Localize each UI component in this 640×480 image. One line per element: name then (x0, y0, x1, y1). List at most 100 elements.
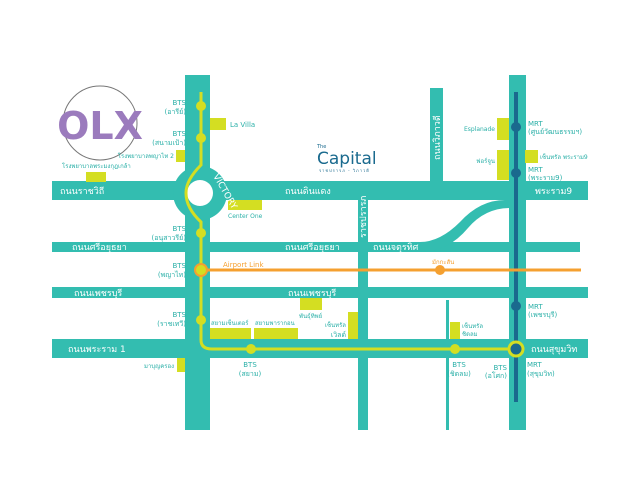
road-chatuthit (368, 200, 510, 252)
olx-logo: OLX (57, 85, 143, 161)
block-la-villa (210, 118, 226, 130)
map-label: MRT (528, 303, 543, 311)
place-label: มาบุญครอง (144, 363, 174, 370)
station-siam (246, 344, 256, 354)
station-asok-sukhumvit (507, 340, 525, 358)
place-label: โรงพยาบาลพญาไท 2 (118, 152, 174, 160)
road-petchburi (52, 287, 588, 298)
map-shape (187, 180, 213, 206)
airport-link-label: Airport Link (223, 261, 264, 269)
map-label: BTS (243, 361, 257, 369)
place-label: สยามเซ็นเตอร์ (211, 318, 249, 327)
place-label: Esplanade (464, 126, 495, 133)
road-label: ถนนเพชรบุรี (288, 288, 336, 299)
map-label: (สุขุมวิท) (527, 370, 555, 378)
block-central-rama9 (525, 150, 538, 163)
map-label: (ศูนย์วัฒนธรรมฯ) (528, 128, 582, 136)
map-label: BTS (172, 130, 186, 138)
map-label: BTS (493, 364, 507, 372)
place-label: สยามพารากอน (255, 320, 295, 327)
road-label: ราชปรารภ (359, 196, 369, 238)
road-label: พระราม9 (535, 187, 572, 197)
makkasan-label: มักกะสัน (432, 259, 454, 266)
map-label: (สนามเป้า) (152, 139, 186, 147)
map-label: (ราชเทวี) (157, 320, 186, 328)
block-center-one (228, 200, 262, 210)
station-makkasan (435, 265, 445, 275)
map-label: (อนุสาวรีย์) (152, 234, 187, 242)
block-phayathai2 (176, 150, 185, 162)
block-fortune (497, 150, 509, 180)
station-sanampao (196, 133, 206, 143)
station-phayathai (194, 263, 208, 277)
road-label: ถนนศรีอยุธยา (285, 242, 340, 253)
map-label: BTS (172, 311, 186, 319)
map-label: MRT (527, 361, 542, 369)
map-label: BTS (172, 262, 186, 270)
map-shape: BTS(อารีย์) BTS(สนามเป้า) BTS(อนุสาวรีย์… (152, 99, 508, 380)
place-label: La Villa (230, 121, 255, 129)
road-label: ถนนศรีอยุธยา (72, 242, 127, 253)
place-label: เซ็นทรัล (325, 320, 346, 329)
map-label: The (316, 144, 326, 150)
brand-name: Capital (317, 149, 377, 169)
station-mrt-rama9 (511, 168, 521, 178)
map-label: (พระราม9) (528, 174, 563, 182)
block-central-chidlom (450, 322, 460, 339)
road-label: ถนนวิภาวดี (432, 115, 443, 160)
place-label: พันธุ์ทิพย์ (299, 312, 322, 320)
place-label: ฟอร์จูน (476, 157, 495, 165)
map-label: (พญาไท) (158, 270, 186, 279)
block-mbk (177, 358, 185, 372)
bts-stations (196, 101, 460, 354)
map-label: BTS (172, 225, 186, 233)
mrt-stations (511, 122, 521, 311)
map-label: ราชปรารภ - วิภาวดี (319, 168, 370, 173)
road-label: ถนนพระราม 1 (68, 345, 126, 355)
block-esplanade (497, 118, 509, 140)
map-label: (ชิดลม) (447, 370, 471, 378)
station-victory (196, 228, 206, 238)
map-label: MRT (528, 166, 543, 174)
block-central-world (348, 312, 358, 339)
road-sri-ayutthaya (52, 242, 580, 252)
map-label: MRT (528, 120, 543, 128)
station-chidlom (450, 344, 460, 354)
place-label: ชิดลม (462, 331, 478, 338)
station-ratchathewi (196, 315, 206, 325)
station-mrt-petchburi (511, 301, 521, 311)
map-shape (62, 85, 138, 161)
road-chidlom (446, 300, 449, 430)
block-siam-paragon (254, 328, 298, 339)
station-ari (196, 101, 206, 111)
road-label: ถนนราชวิถี (60, 186, 104, 197)
place-label: เวิลด์ (331, 331, 346, 339)
map-shape: BTS(สยาม) BTS(ชิดลม) (239, 361, 471, 378)
road-label: ถนนดินแดง (285, 186, 331, 197)
map-label: BTS (452, 361, 466, 369)
landmarks (86, 118, 538, 372)
map-label: (เพชรบุรี) (528, 311, 557, 319)
bts-line (184, 92, 516, 351)
road-ratchaprarop (358, 200, 368, 430)
block-pantip (300, 298, 322, 310)
place-label: เซ็นทรัล (462, 321, 483, 330)
road-phaholyothin (185, 75, 210, 430)
road-vibhavadi (430, 88, 443, 185)
place-label: Center One (228, 213, 263, 220)
station-mrt-cultural (511, 122, 521, 132)
olx-logo-text: OLX (57, 104, 143, 148)
map-label: (สยาม) (239, 370, 262, 378)
map-label: (อโศก) (485, 371, 507, 380)
map-label: BTS (172, 99, 186, 107)
place-label: เซ็นทรัล พระราม9 (540, 152, 588, 161)
map-label: (อารีย์) (165, 108, 187, 116)
block-siam-center (210, 328, 251, 339)
road-label: ถนนจตุรทิศ (373, 242, 419, 253)
road-label: ถนนสุขุมวิท (531, 344, 577, 355)
roads (52, 75, 588, 430)
place-label: โรงพยาบาลพระมงกุฎเกล้า (62, 162, 131, 170)
block-mongkut (86, 172, 106, 182)
capital-logo: The Capital ราชปรารภ - วิภาวดี (316, 144, 377, 173)
road-label: ถนนเพชรบุรี (74, 288, 122, 299)
